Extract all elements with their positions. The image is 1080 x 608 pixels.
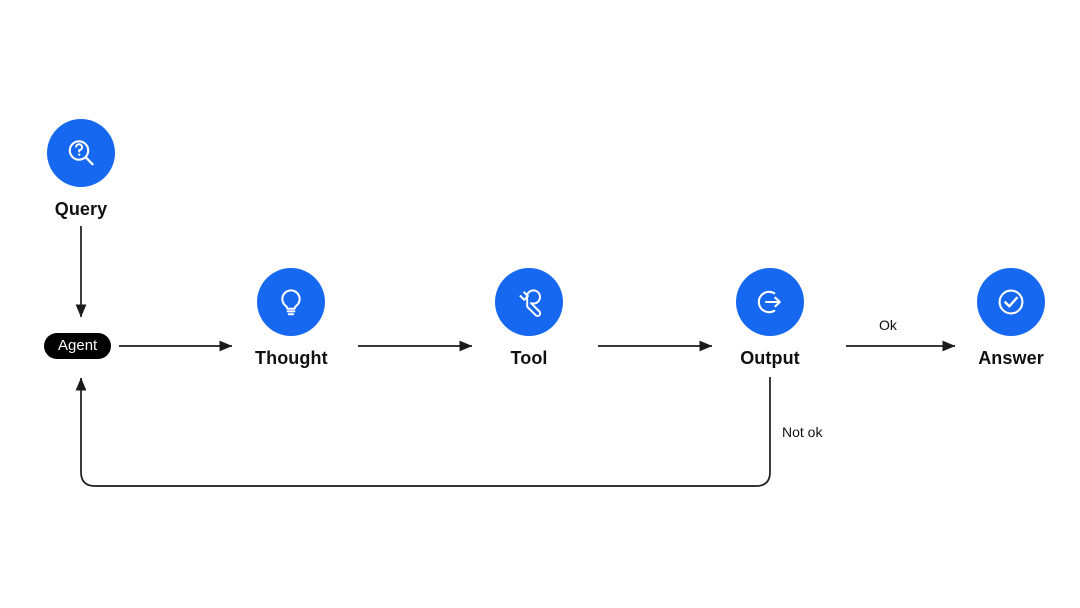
node-answer-circle [977,268,1045,336]
node-query-circle [47,119,115,187]
node-answer-label: Answer [978,348,1044,368]
magnifier-question-icon [68,140,94,166]
node-tool[interactable]: Tool [495,268,563,369]
node-output-label: Output [740,348,800,368]
node-thought[interactable]: Thought [255,268,328,369]
node-answer[interactable]: Answer [977,268,1045,369]
check-circle-icon [998,289,1024,315]
node-tool-label: Tool [510,348,548,368]
edge-label-ok: Ok [879,317,897,333]
node-tool-circle [495,268,563,336]
node-output-circle [736,268,804,336]
arrow-exit-circle-icon [757,290,781,314]
lightbulb-icon [281,289,301,316]
node-agent[interactable]: Agent [44,333,112,359]
node-query-label: Query [54,199,108,219]
node-output[interactable]: Output [736,268,804,369]
node-thought-circle [257,268,326,336]
wrench-icon [519,289,542,317]
node-thought-label: Thought [255,348,328,368]
edge-output-to-agent-feedback [75,377,771,487]
node-query[interactable]: Query [47,119,115,220]
edge-label-not-ok: Not ok [782,424,823,440]
